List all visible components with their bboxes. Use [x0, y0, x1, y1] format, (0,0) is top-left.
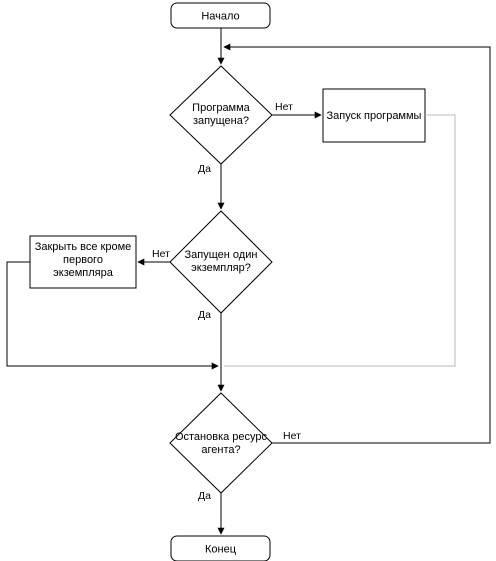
decision-single-instance-line1: Запущен один — [185, 249, 258, 261]
start-node: Начало — [170, 2, 271, 29]
decision-program-running-line2: запущена? — [193, 115, 249, 127]
decision-program-running: Программа запущена? — [169, 65, 273, 165]
label-running-yes: Да — [198, 163, 211, 175]
decision-single-instance-line2: экземпляр? — [191, 262, 251, 274]
decision-program-running-line1: Программа — [192, 102, 251, 114]
edge-close-to-merge — [6, 261, 219, 370]
decision-single-instance: Запущен один экземпляр? — [169, 210, 273, 314]
label-stop-no: Нет — [283, 430, 301, 442]
close-others-node: Закрыть все кроме первого экземпляра — [29, 235, 137, 289]
end-node: Конец — [170, 535, 271, 561]
edge-launch-to-merge — [224, 114, 456, 367]
label-stop-yes: Да — [198, 490, 211, 502]
label-running-no: Нет — [275, 101, 293, 113]
close-others-line3: экземпляра — [53, 267, 114, 279]
decision-stop-agent: Остановка ресурс агента? — [169, 392, 273, 494]
start-label: Начало — [201, 11, 239, 23]
decision-stop-agent-line2: агента? — [201, 444, 240, 456]
decision-stop-agent-line1: Остановка ресурс — [175, 431, 268, 443]
edge-stop-no-loop — [223, 43, 491, 444]
end-label: Конец — [205, 544, 237, 556]
label-single-no: Нет — [152, 248, 170, 260]
label-single-yes: Да — [198, 309, 211, 321]
launch-program-label: Запуск программы — [327, 110, 422, 122]
close-others-line1: Закрыть все кроме — [35, 241, 132, 253]
launch-program-node: Запуск программы — [322, 88, 426, 143]
close-others-line2: первого — [63, 254, 103, 266]
